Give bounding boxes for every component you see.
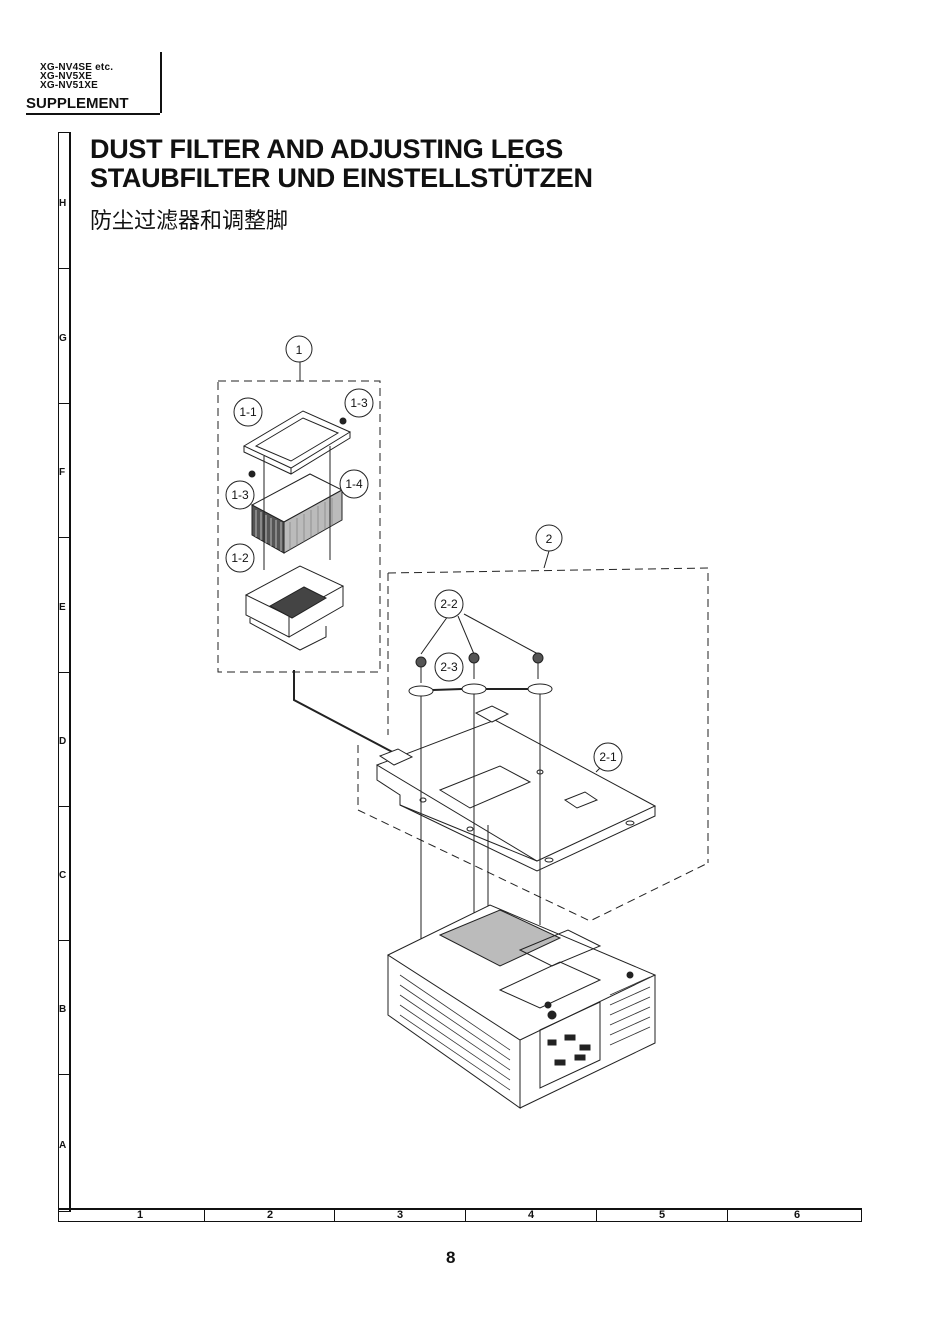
legs-assembly-group xyxy=(357,567,709,922)
model-number: XG-NV5XE xyxy=(40,71,93,82)
model-number: XG-NV4SE etc. xyxy=(40,62,114,73)
grid-col-label: 2 xyxy=(267,1209,274,1221)
base-plate xyxy=(375,705,657,872)
leader-line xyxy=(463,613,539,655)
title-chinese: 防尘过滤器和调整脚 xyxy=(90,209,289,234)
grid-col-divider xyxy=(596,1208,597,1222)
part-callout-circles xyxy=(225,335,623,772)
grid-row-divider xyxy=(58,537,70,538)
grid-row-divider xyxy=(58,403,70,404)
grid-row-label: B xyxy=(59,1004,67,1015)
filter-assembly-group xyxy=(217,380,381,673)
grid-col-divider xyxy=(334,1208,335,1222)
grid-row-divider xyxy=(58,672,70,673)
grid-col-label: 3 xyxy=(397,1209,404,1221)
callout-label: 2 xyxy=(546,532,553,546)
grid-row-divider xyxy=(58,268,70,269)
callout-label: 1 xyxy=(296,343,303,357)
callout-label: 1-4 xyxy=(345,477,363,491)
grid-col-divider xyxy=(727,1208,728,1222)
header-divider xyxy=(160,52,162,113)
title-english: DUST FILTER AND ADJUSTING LEGS xyxy=(90,134,564,164)
page-number: 8 xyxy=(446,1248,456,1267)
grid-row-divider xyxy=(58,1074,70,1075)
filter-element xyxy=(250,473,344,554)
grid-row-label: G xyxy=(59,333,67,344)
grid-row-label: E xyxy=(59,602,66,613)
section-label: SUPPLEMENT xyxy=(26,95,160,115)
grid-row-label: F xyxy=(59,467,66,478)
title-german: STAUBFILTER UND EINSTELLSTÜTZEN xyxy=(90,163,593,193)
screw-icon xyxy=(248,417,347,478)
grid-col-label: 5 xyxy=(659,1209,666,1221)
grid-row-divider xyxy=(58,806,70,807)
grid-col-label: 4 xyxy=(528,1209,535,1221)
projector-body xyxy=(386,904,657,1109)
callout-label: 1-1 xyxy=(239,405,257,419)
grid-row-label: D xyxy=(59,736,67,747)
grid-row-label: C xyxy=(59,870,67,881)
grid-col-divider xyxy=(465,1208,466,1222)
grid-col-label: 1 xyxy=(137,1209,144,1221)
callout-label: 2-2 xyxy=(440,597,458,611)
grid-col-label: 6 xyxy=(794,1209,801,1221)
leader-line xyxy=(432,688,463,691)
grid-row-divider xyxy=(58,940,70,941)
callout-label: 2-1 xyxy=(599,750,617,764)
screw-icon xyxy=(415,652,544,683)
filter-cover xyxy=(242,410,352,475)
adjusting-leg-icon xyxy=(408,683,553,697)
filter-case xyxy=(244,565,345,651)
callout-label: 1-2 xyxy=(231,551,249,565)
leader-line xyxy=(543,550,550,569)
model-number: XG-NV51XE xyxy=(40,80,98,91)
grid-frame-bottom xyxy=(58,1208,862,1222)
grid-row-label: A xyxy=(59,1140,67,1151)
callout-label: 1-3 xyxy=(231,488,249,502)
leader-line xyxy=(457,615,475,655)
callout-label: 1-3 xyxy=(350,396,368,410)
grid-col-divider xyxy=(204,1208,205,1222)
grid-row-label: H xyxy=(59,198,67,209)
callout-label: 2-3 xyxy=(440,660,458,674)
leader-line xyxy=(420,615,449,655)
